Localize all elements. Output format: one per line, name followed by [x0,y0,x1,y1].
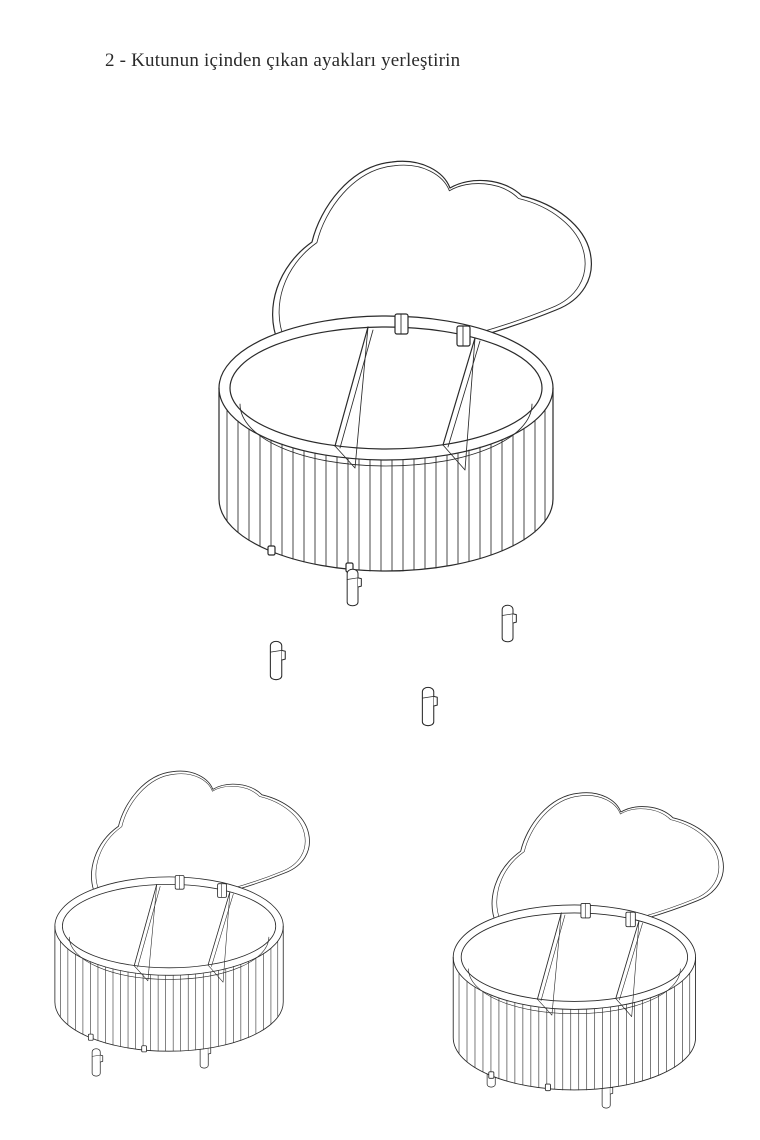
step-title: 2 - Kutunun içinden çıkan ayakları yerle… [105,50,461,71]
loose-leg-4 [421,686,438,727]
box-illustration [55,771,310,1052]
box-illustration [219,161,591,572]
box-illustration [453,793,723,1091]
figure-legs-inserted-right [453,793,723,1109]
inserted-leg-1 [91,1048,104,1077]
figure-main-exploded [219,161,591,727]
loose-leg-2 [501,604,517,643]
figure-legs-inserted-left [55,771,310,1077]
loose-leg-3 [269,640,286,681]
loose-leg-1 [346,568,362,607]
